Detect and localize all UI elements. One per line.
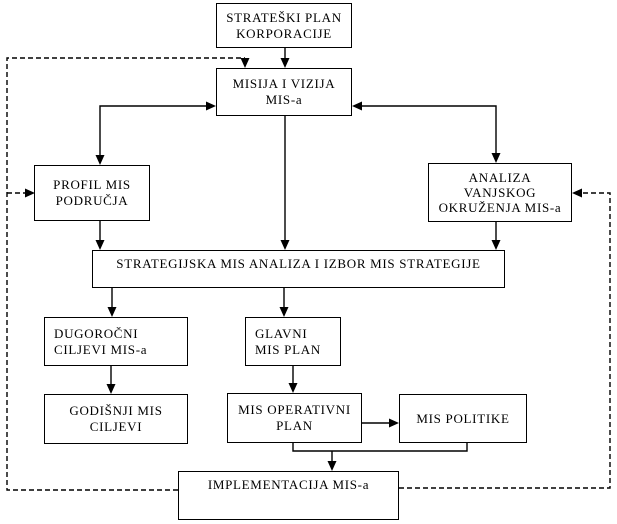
dashed-feedback-connectors — [6, 57, 611, 491]
node-label-line: PROFIL MIS — [53, 177, 131, 192]
node-label-line: CILJEVI MIS-a — [54, 341, 148, 357]
node-label-line: IMPLEMENTACIJA MIS-a — [207, 477, 370, 492]
node-dugorocni-ciljevi: DUGOROČNI CILJEVI MIS-a — [44, 317, 188, 366]
arrowhead-down-icon — [491, 153, 501, 163]
node-profil-mis-podrucja: PROFIL MIS PODRUČJA — [34, 165, 150, 221]
feedback-line — [399, 192, 611, 489]
arrowhead-down-icon — [280, 240, 290, 250]
node-analiza-vanjskog-okruzenja: ANALIZA VANJSKOG OKRUŽENJA MIS-a — [428, 163, 572, 222]
node-label-line: MIS OPERATIVNI — [238, 402, 351, 417]
node-label-line: ANALIZA — [468, 170, 532, 185]
node-strategijska-mis-analiza: STRATEGIJSKA MIS ANALIZA I IZBOR MIS STR… — [92, 250, 505, 288]
node-strateski-plan-korporacije: STRATEŠKI PLAN KORPORACIJE — [216, 3, 352, 48]
arrowhead-down-icon — [95, 240, 105, 250]
node-implementacija-mis: IMPLEMENTACIJA MIS-a — [178, 471, 399, 520]
arrowhead-down-icon — [280, 58, 290, 68]
arrowhead-right-icon — [25, 188, 35, 198]
connector-line — [362, 105, 497, 154]
node-label-line: OKRUŽENJA MIS-a — [438, 200, 562, 215]
node-godisnji-mis-ciljevi: GODIŠNJI MIS CILJEVI — [44, 394, 188, 444]
arrowhead-down-icon — [240, 58, 250, 68]
dashed-feedback-arrowheads — [25, 58, 582, 198]
arrowhead-down-icon — [106, 384, 116, 394]
arrowhead-right-icon — [389, 418, 399, 428]
solid-connectors — [95, 47, 501, 471]
arrowhead-down-icon — [279, 307, 289, 317]
arrowhead-down-icon — [327, 461, 337, 471]
node-label-line: VANJSKOG — [463, 185, 537, 200]
node-mis-operativni-plan: MIS OPERATIVNI PLAN — [227, 393, 362, 443]
connector-line — [99, 105, 206, 156]
arrowhead-down-icon — [491, 240, 501, 250]
node-label-line: STRATEŠKI PLAN — [226, 9, 342, 25]
connector-line — [292, 443, 468, 452]
arrowhead-left-icon — [352, 101, 362, 111]
node-glavni-mis-plan: GLAVNI MIS PLAN — [245, 317, 341, 366]
node-mis-politike: MIS POLITIKE — [399, 394, 527, 443]
arrowhead-down-icon — [288, 383, 298, 393]
node-label-line: GODIŠNJI MIS — [69, 403, 163, 418]
node-label-line: CILJEVI — [89, 419, 143, 434]
arrowhead-down-icon — [95, 155, 105, 165]
node-label-line: STRATEGIJSKA MIS ANALIZA I IZBOR MIS STR… — [116, 256, 481, 271]
node-label-line: MISIJA I VIZIJA — [232, 76, 336, 91]
arrowhead-left-icon — [572, 188, 582, 198]
node-label-line: MIS-a — [265, 92, 303, 107]
node-label-line: GLAVNI — [255, 325, 308, 341]
arrowhead-down-icon — [107, 307, 117, 317]
node-label-line: MIS POLITIKE — [416, 410, 510, 426]
node-misija-i-vizija: MISIJA I VIZIJA MIS-a — [216, 68, 352, 116]
arrowhead-right-icon — [206, 101, 216, 111]
node-label-line: KORPORACIJE — [236, 25, 332, 41]
node-label-line: PLAN — [276, 418, 313, 433]
node-label-line: DUGOROČNI — [54, 325, 139, 341]
node-label-line: MIS PLAN — [255, 341, 321, 357]
feedback-line — [6, 57, 245, 491]
node-label-line: PODRUČJA — [55, 193, 129, 208]
